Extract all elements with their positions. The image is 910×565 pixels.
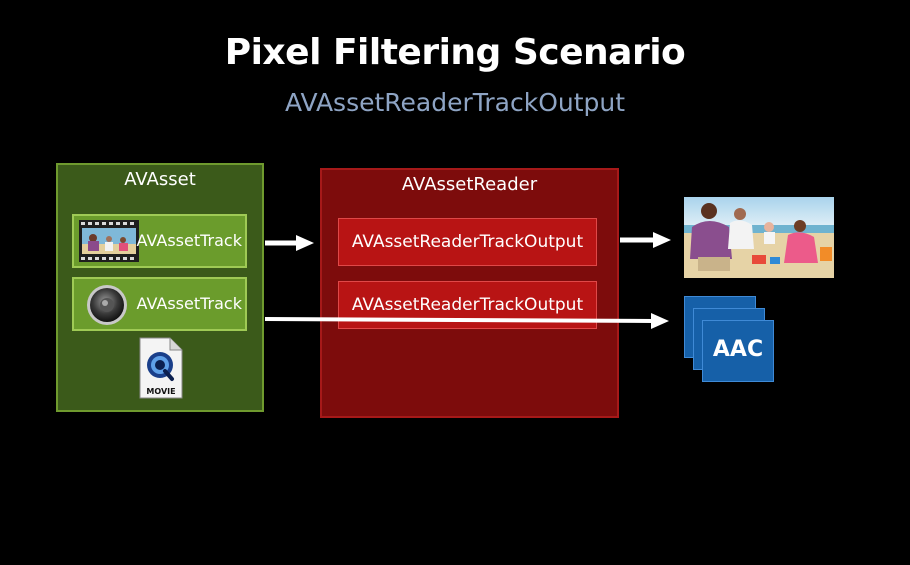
beach-photo-graphic (684, 197, 834, 278)
quicktime-movie-file-icon: MOVIE (136, 337, 184, 399)
arrow-audio-to-aac (264, 313, 669, 329)
audio-track: AVAssetTrack (72, 277, 247, 331)
film-strip-icon (79, 220, 139, 262)
audio-track-label: AVAssetTrack (136, 294, 242, 313)
avasset-label: AVAsset (124, 169, 196, 190)
aac-card-front: AAC (702, 320, 774, 382)
movie-file-label: MOVIE (146, 387, 176, 396)
video-track: AVAssetTrack (72, 214, 247, 268)
video-track-label: AVAssetTrack (136, 231, 242, 250)
aac-stack-icon: AAC (684, 296, 776, 384)
arrow-track-to-output (265, 235, 314, 251)
movie-file-graphic (139, 337, 183, 399)
arrow-output-to-video (620, 232, 671, 248)
track-output-video: AVAssetReaderTrackOutput (338, 218, 597, 266)
speaker-icon (87, 285, 127, 325)
slide-title: Pixel Filtering Scenario (224, 32, 686, 73)
slide-subtitle: AVAssetReaderTrackOutput (284, 88, 626, 117)
aac-label: AAC (712, 337, 764, 362)
avassetreader-label: AVAssetReader (401, 174, 538, 195)
beach-photo-thumbnail (684, 197, 834, 278)
